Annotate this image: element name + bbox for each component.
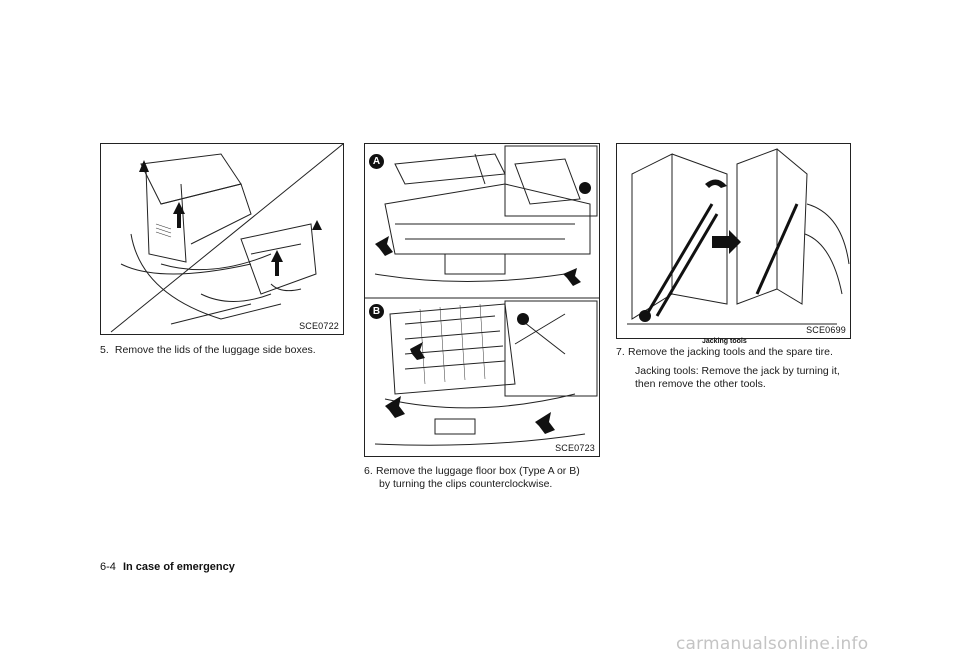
step-number: 7.	[616, 346, 625, 358]
watermark: carmanualsonline.info	[676, 634, 869, 654]
figure-caption: Jacking tools	[702, 338, 747, 345]
illustration-side-boxes	[110, 144, 343, 333]
step-text: Remove the lids of the luggage side boxe…	[114, 344, 316, 356]
page-number: 6-4	[100, 561, 116, 573]
panel-label-b: B	[369, 304, 384, 319]
figure-luggage-side-boxes: SCE0722	[100, 143, 344, 335]
panel-label-a: A	[369, 154, 384, 169]
step-text: Remove the jacking tools and the spare t…	[628, 346, 833, 358]
step-text-line-1: Remove the luggage floor box (Type A or …	[376, 465, 580, 477]
step-number: 6.	[364, 465, 373, 477]
figure-code: SCE0723	[555, 443, 595, 453]
figure-code: SCE0699	[806, 325, 846, 335]
step-subtext-line-1: Jacking tools: Remove the jack by turnin…	[635, 365, 840, 377]
section-title: In case of emergency	[122, 561, 235, 573]
step-subtext-line-2: then remove the other tools.	[635, 378, 766, 390]
page-footer: 6-4 In case of emergency	[100, 561, 235, 573]
step-7: 7.Remove the jacking tools and the spare…	[616, 346, 866, 391]
illustration-floor-box	[365, 145, 599, 446]
step-6: 6.Remove the luggage floor box (Type A o…	[364, 465, 614, 491]
figure-jacking-tools: SCE0699	[616, 143, 851, 339]
step-number: 5.	[100, 344, 109, 356]
step-text-line-2: by turning the clips counterclockwise.	[379, 478, 553, 490]
illustration-jacking-tools	[627, 148, 850, 325]
figure-luggage-floor-box: A B SCE0723	[364, 143, 600, 457]
step-5: 5. Remove the lids of the luggage side b…	[100, 344, 350, 357]
figure-code: SCE0722	[299, 321, 339, 331]
